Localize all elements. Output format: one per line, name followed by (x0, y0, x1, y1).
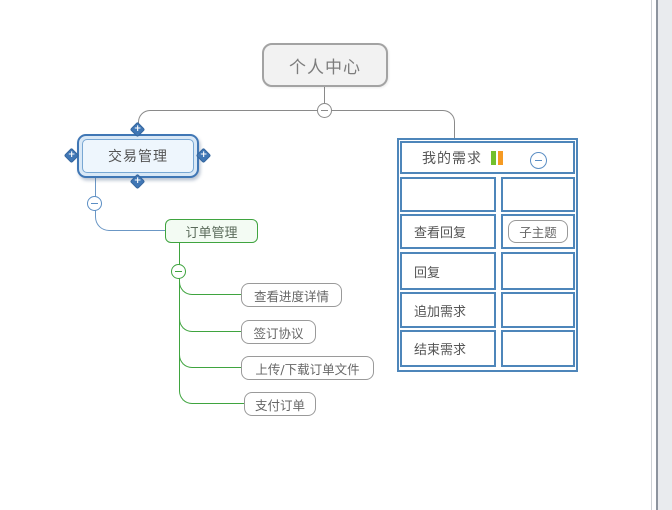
collapse-icon-order[interactable] (171, 264, 186, 279)
bar-green (491, 150, 496, 165)
trade-topic-node-selected[interactable]: 交易管理 (77, 134, 199, 178)
child-topic-label: 上传/下载订单文件 (255, 361, 360, 377)
child-topic-label: 支付订单 (254, 397, 305, 413)
child-topic-upload-download[interactable]: 上传/下载订单文件 (241, 356, 374, 380)
canvas-edge-line (651, 0, 652, 510)
requirements-title: 我的需求 (422, 150, 482, 167)
order-topic-node[interactable]: 订单管理 (165, 219, 258, 243)
connector-order-child-1 (179, 279, 241, 295)
table-cell-view-reply[interactable]: 查看回复 (400, 214, 496, 249)
table-cell-append-requirement[interactable]: 追加需求 (400, 292, 496, 328)
plus-icon: + (67, 149, 76, 160)
child-topic-label: 查看进度详情 (253, 288, 329, 304)
table-cell-empty[interactable] (501, 177, 575, 212)
table-cell-empty[interactable] (501, 330, 575, 367)
child-topic-label: 签订协议 (253, 325, 304, 341)
collapse-icon-table[interactable] (530, 152, 547, 169)
root-topic-label: 个人中心 (289, 57, 361, 78)
plus-icon: + (133, 123, 142, 134)
child-topic-sign-agreement[interactable]: 签订协议 (241, 320, 316, 344)
plus-icon: + (199, 149, 208, 160)
minus-icon (321, 110, 328, 111)
bar-orange (498, 150, 503, 165)
collapse-icon-root[interactable] (317, 103, 332, 118)
plus-icon: + (133, 175, 142, 186)
table-cell-empty[interactable] (501, 292, 575, 328)
table-cell-empty[interactable] (400, 177, 496, 212)
table-cell-reply[interactable]: 回复 (400, 252, 496, 290)
child-topic-pay-order[interactable]: 支付订单 (244, 392, 316, 416)
child-topic-view-progress[interactable]: 查看进度详情 (241, 283, 342, 307)
table-cell-empty[interactable] (501, 252, 575, 290)
connector-root-stem (324, 87, 325, 104)
connector-order-child-2 (179, 316, 241, 332)
requirements-table-header[interactable]: 我的需求 (400, 141, 575, 174)
subtopic-label: 子主题 (519, 225, 557, 240)
cell-label: 结束需求 (414, 343, 467, 358)
cell-label: 回复 (414, 265, 441, 281)
table-cell-subtopic[interactable]: 子主题 (501, 214, 575, 249)
cell-label: 查看回复 (414, 226, 467, 241)
trade-topic-label: 交易管理 (82, 139, 194, 173)
vertical-scrollbar[interactable] (656, 0, 672, 510)
minus-icon (91, 203, 98, 204)
requirements-table-topic[interactable]: 我的需求 查看回复 子主题 回复 追加需求 结束需求 (397, 138, 578, 372)
connector-trade-to-order (95, 178, 165, 231)
order-topic-label: 订单管理 (185, 225, 238, 241)
connector-order-child-4 (179, 388, 244, 404)
collapse-icon-trade[interactable] (87, 196, 102, 211)
subtopic-node[interactable]: 子主题 (508, 220, 568, 243)
minus-icon (535, 160, 542, 161)
progress-bars-icon (491, 150, 503, 165)
cell-label: 追加需求 (414, 304, 467, 320)
minus-icon (175, 271, 182, 272)
root-topic-node[interactable]: 个人中心 (262, 43, 388, 87)
table-cell-end-requirement[interactable]: 结束需求 (400, 330, 496, 367)
connector-order-child-3 (179, 352, 241, 368)
